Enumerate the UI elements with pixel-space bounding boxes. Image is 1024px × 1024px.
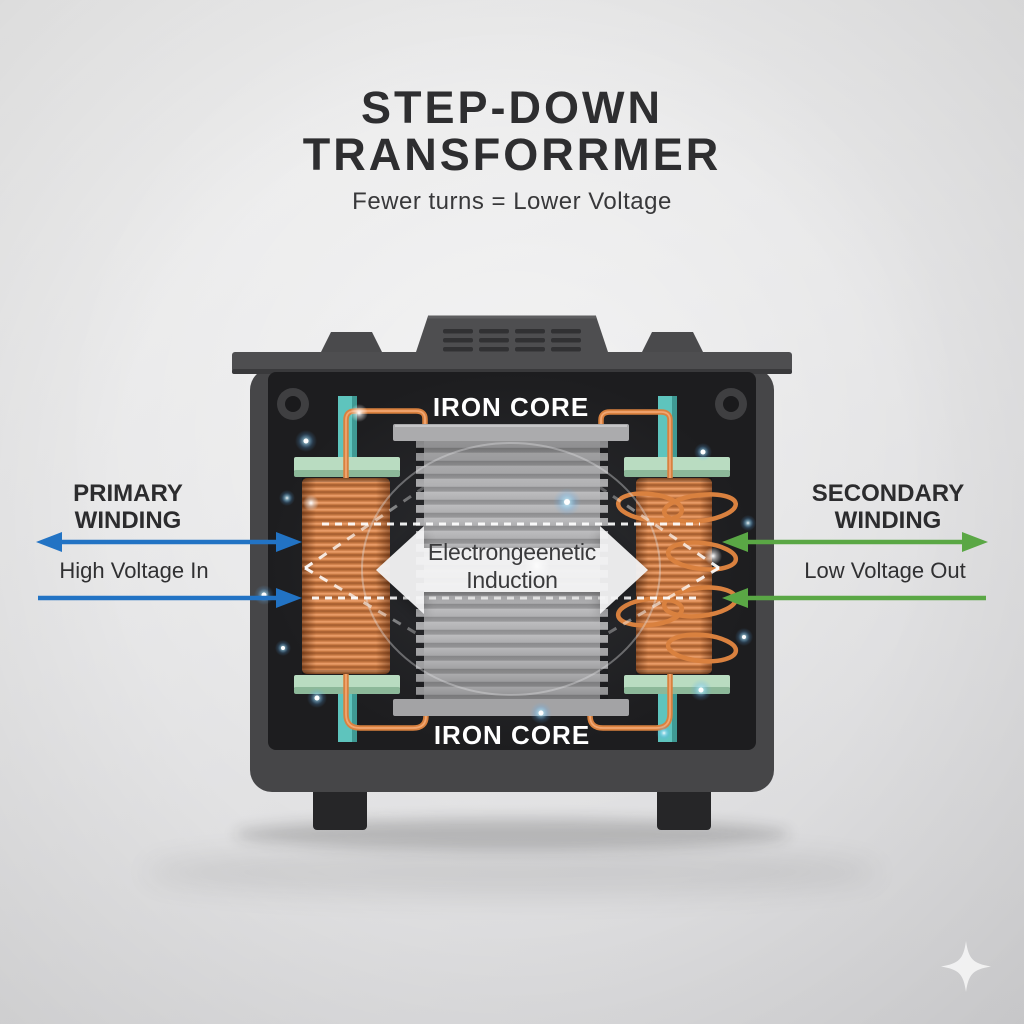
casing-flange — [232, 352, 792, 372]
secondary-arrowhead-left — [722, 532, 748, 552]
flux-horizontal-lines — [312, 522, 702, 600]
primary-arrows — [36, 532, 302, 608]
induction-double-arrow — [376, 526, 648, 614]
vent-housing — [414, 316, 610, 358]
primary-arrowhead-right — [276, 532, 302, 552]
flux-ellipse — [361, 442, 661, 696]
secondary-out-arrowhead — [722, 588, 748, 608]
copper-lead-wires — [343, 408, 673, 731]
sparkle-icon — [941, 941, 991, 992]
primary-in-arrowhead — [276, 588, 302, 608]
induction-label-line-2: Induction — [466, 567, 558, 593]
primary-winding-label: PRIMARY WINDING — [73, 480, 183, 534]
secondary-arrows — [722, 532, 988, 608]
core-top-plate — [393, 424, 629, 441]
core-bottom-plate — [393, 699, 629, 716]
glow-particles — [254, 404, 756, 741]
iron-core-top-label: IRON CORE — [432, 392, 590, 422]
high-voltage-in-label: High Voltage In — [59, 558, 209, 583]
secondary-winding-label: SECONDARY WINDING — [811, 480, 965, 534]
screw-right — [715, 388, 747, 420]
vent-slots — [443, 329, 581, 352]
low-voltage-out-label: Low Voltage Out — [804, 558, 966, 583]
title-line-1: STEP-DOWN — [361, 82, 663, 133]
top-lug-right — [639, 332, 706, 358]
title-subtitle: Fewer turns = Lower Voltage — [352, 188, 672, 215]
ground-shadow — [144, 818, 880, 897]
page-title: STEP-DOWN TRANSFORRMER Fewer turns = Low… — [0, 84, 1024, 216]
induction-label: Electrongeenetic Induction — [428, 538, 596, 594]
secondary-arrowhead-right — [962, 532, 988, 552]
top-lug-left — [318, 332, 385, 358]
primary-arrowhead-left — [36, 532, 62, 552]
title-line-2: TRANSFORRMER — [302, 129, 722, 180]
secondary-winding-coil — [615, 478, 739, 674]
iron-core-bottom-label: IRON CORE — [433, 720, 591, 750]
screw-left — [277, 388, 309, 420]
induction-label-line-1: Electrongeenetic — [427, 539, 597, 565]
